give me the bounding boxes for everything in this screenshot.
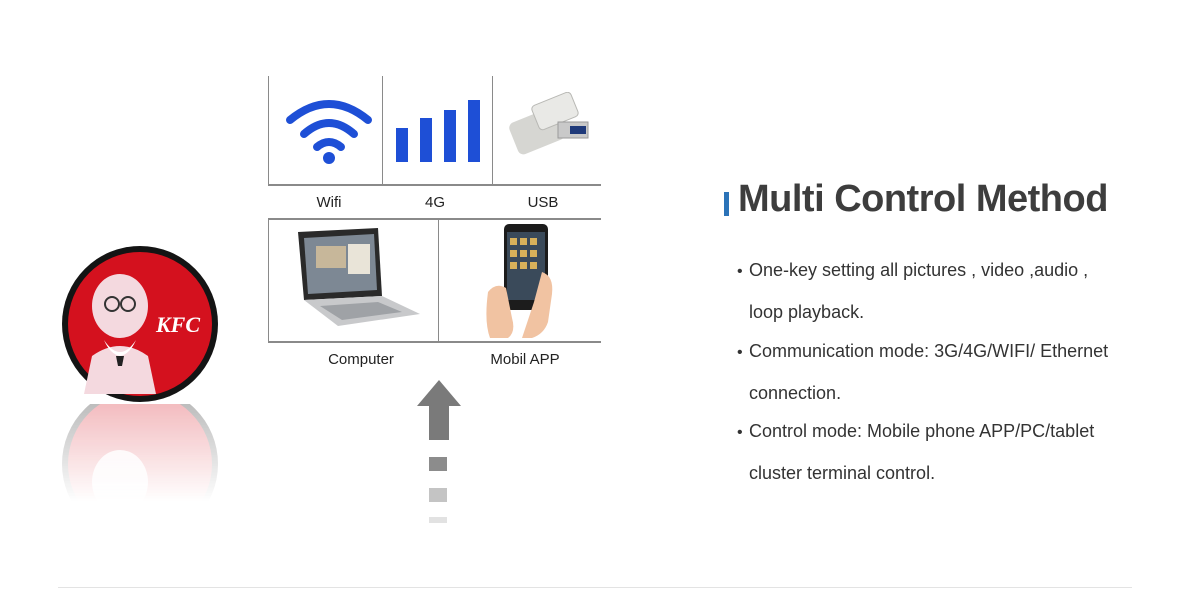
- bottom-divider: [58, 587, 1132, 588]
- wifi-icon: [286, 100, 372, 164]
- arrow-head-icon: [417, 380, 461, 440]
- label-usb: USB: [527, 194, 559, 211]
- feature-line: loop playback.: [749, 302, 865, 322]
- feature-line: Communication mode: 3G/4G/WIFI/ Ethernet: [749, 341, 1109, 361]
- feature-line: cluster terminal control.: [749, 463, 936, 483]
- bullet-icon: •: [737, 263, 743, 280]
- signal-bars-icon: [396, 100, 480, 162]
- kfc-logo-icon: KFC: [62, 246, 218, 402]
- smartphone-icon: [486, 224, 553, 338]
- feature-item: • Control mode: Mobile phone APP/PC/table…: [737, 411, 1167, 493]
- logo-reflection: [62, 404, 218, 542]
- kfc-logo-display: KFC: [60, 244, 220, 544]
- feature-line: One-key setting all pictures , video ,au…: [749, 260, 1089, 280]
- label-wifi: Wifi: [316, 194, 342, 211]
- bullet-icon: •: [737, 344, 743, 361]
- bullet-icon: •: [737, 424, 743, 441]
- page-title: Multi Control Method: [738, 178, 1108, 220]
- laptop-icon: [298, 228, 420, 326]
- label-mobil-app: Mobil APP: [490, 351, 560, 368]
- feature-item: • One-key setting all pictures , video ,a…: [737, 250, 1167, 332]
- heading-accent-bar: [724, 192, 729, 216]
- feature-line: Control mode: Mobile phone APP/PC/tablet: [749, 421, 1095, 441]
- label-4g: 4G: [424, 194, 445, 211]
- feature-item: • Communication mode: 3G/4G/WIFI/ Etherne…: [737, 331, 1167, 413]
- kfc-logo-text: KFC: [155, 312, 200, 337]
- feature-line: connection.: [749, 383, 842, 403]
- usb-drive-icon: [509, 92, 589, 155]
- label-computer: Computer: [328, 351, 394, 368]
